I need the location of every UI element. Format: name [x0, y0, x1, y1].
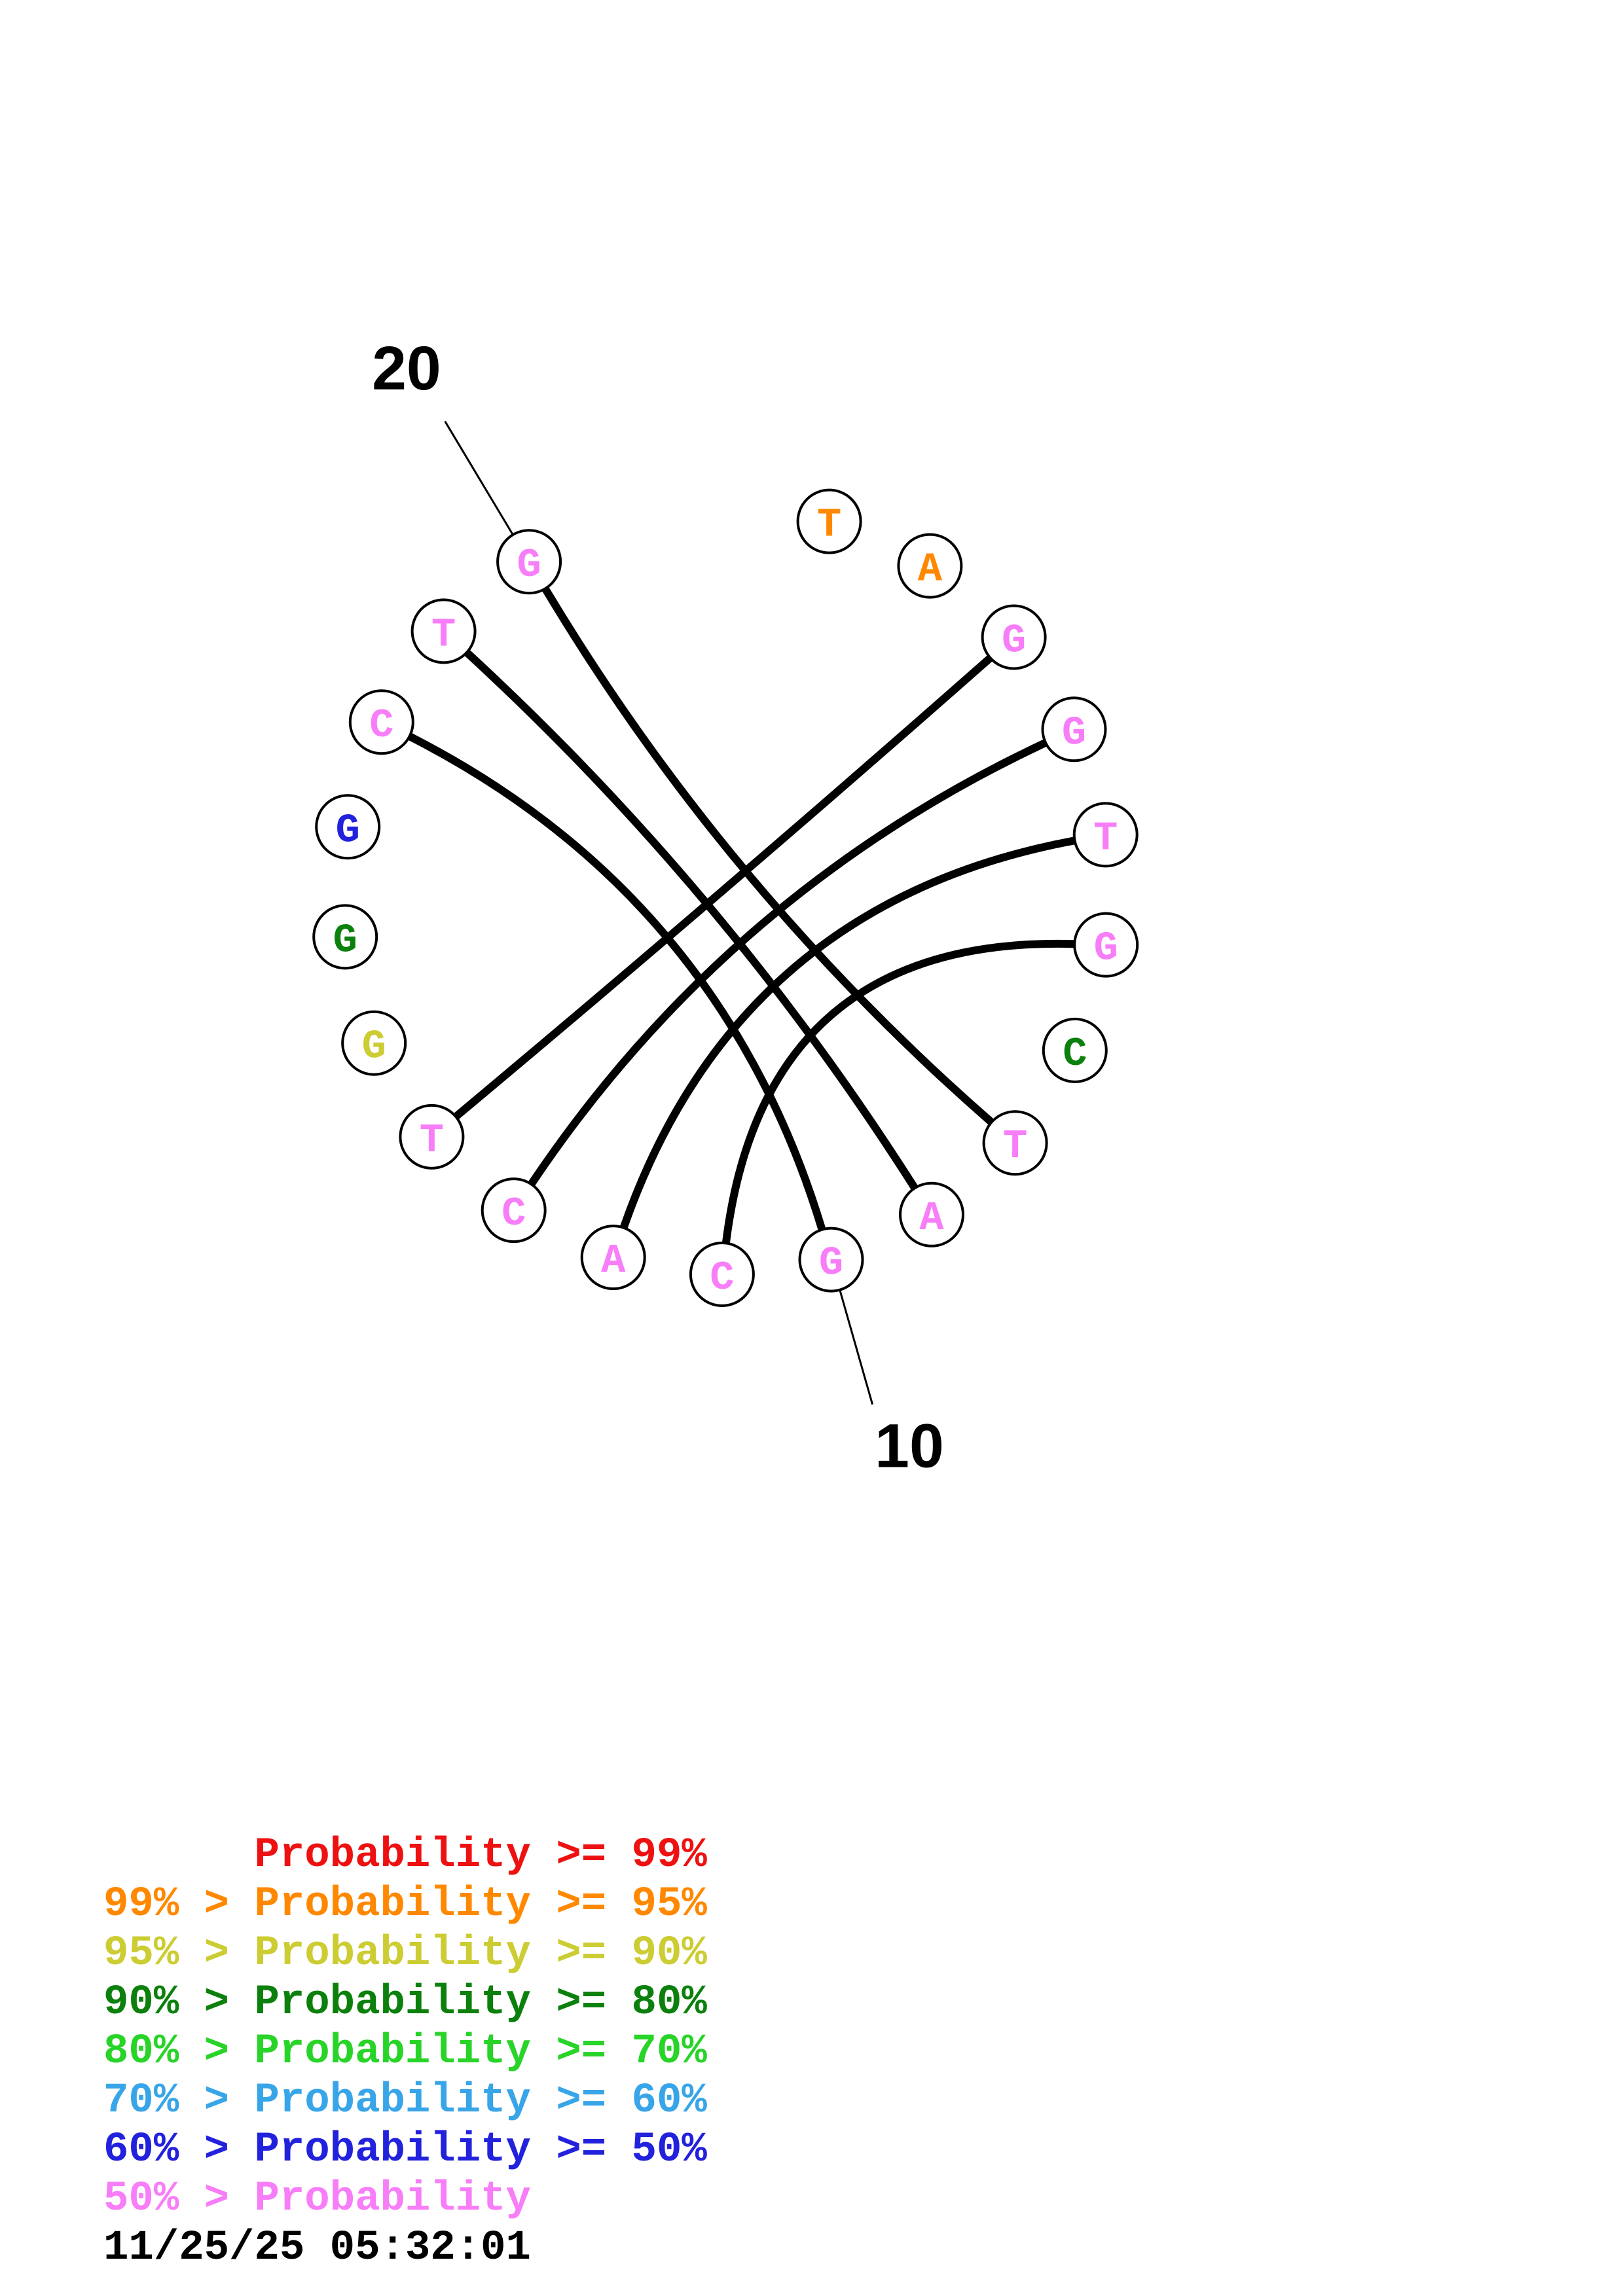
- probability-legend: Probability >= 99%99% > Probability >= 9…: [103, 1831, 707, 2224]
- nucleotide-circle: [348, 689, 414, 755]
- legend-line: 80% > Probability >= 70%: [103, 2028, 707, 2075]
- base-pair-chord: [528, 739, 1049, 1187]
- nucleotide-base: T: [817, 502, 841, 548]
- nucleotide-base: G: [1062, 709, 1086, 756]
- nucleotide-base: C: [369, 702, 393, 749]
- base-pair-chord: [722, 939, 1078, 1246]
- nucleotide-circle: [399, 1103, 465, 1170]
- legend-line: 99% > Probability >= 95%: [103, 1881, 707, 1928]
- nucleotide-circle: [981, 604, 1047, 670]
- nucleotide-base: G: [819, 1240, 843, 1287]
- legend-line: 90% > Probability >= 80%: [103, 1979, 707, 2026]
- legend-line: 70% > Probability >= 60%: [103, 2077, 707, 2125]
- nucleotide-base: A: [601, 1238, 626, 1284]
- nucleotide-circle: [580, 1225, 646, 1291]
- nucleotide-base: T: [1093, 815, 1118, 861]
- nucleotide-base: G: [362, 1024, 386, 1070]
- legend-line: 50% > Probability: [103, 2176, 531, 2223]
- nucleotide-circle: [496, 529, 562, 595]
- position-label: 10: [875, 1412, 944, 1481]
- nucleotide-base: G: [1094, 925, 1118, 972]
- timestamp: 11/25/25 05:32:01: [103, 2225, 531, 2272]
- nucleotide-base: G: [1002, 618, 1026, 664]
- nucleotide-circle: [897, 533, 963, 599]
- base-pair-chord: [452, 655, 994, 1120]
- nucleotide-circle: [315, 794, 381, 860]
- nucleotide-base: C: [710, 1255, 734, 1301]
- nucleotide-circle: [481, 1177, 547, 1244]
- position-label: 20: [372, 334, 441, 403]
- nucleotide-circle: [341, 1010, 407, 1076]
- nucleotide-circle: [1042, 1017, 1108, 1083]
- nucleotide-circle: [689, 1242, 755, 1307]
- nucleotide-base: C: [1063, 1031, 1087, 1077]
- nucleotide-base: T: [1003, 1123, 1027, 1170]
- nucleotide-circle: [312, 904, 378, 970]
- position-label-line: [839, 1289, 874, 1405]
- legend-line: 60% > Probability >= 50%: [103, 2126, 707, 2174]
- nucleotide-base: G: [336, 807, 360, 853]
- nucleotide-circle: [899, 1181, 964, 1247]
- nucleotide-base: T: [431, 611, 456, 658]
- nucleotide-circle: [982, 1110, 1048, 1176]
- nucleotide-base: T: [420, 1117, 444, 1164]
- legend-line: 95% > Probability >= 90%: [103, 1930, 707, 1977]
- base-pair-chord: [620, 836, 1078, 1230]
- nucleotide-circle: [1041, 696, 1107, 762]
- nucleotide-base: C: [501, 1191, 526, 1237]
- nucleotide-circle: [798, 1227, 864, 1293]
- nucleotide-circle: [410, 598, 477, 664]
- nucleotide-base: G: [333, 917, 357, 963]
- nucleotide-base: G: [517, 542, 541, 588]
- position-label-line: [444, 420, 514, 535]
- nucleotide-circle: [796, 488, 862, 554]
- legend-line: Probability >= 99%: [103, 1832, 707, 1879]
- nucleotide-circle: [1073, 912, 1139, 978]
- nucleotide-circle: [1072, 802, 1139, 868]
- nucleotide-base: A: [918, 547, 943, 593]
- base-pair-chords: [407, 586, 1078, 1246]
- nucleotide-base: A: [919, 1195, 944, 1242]
